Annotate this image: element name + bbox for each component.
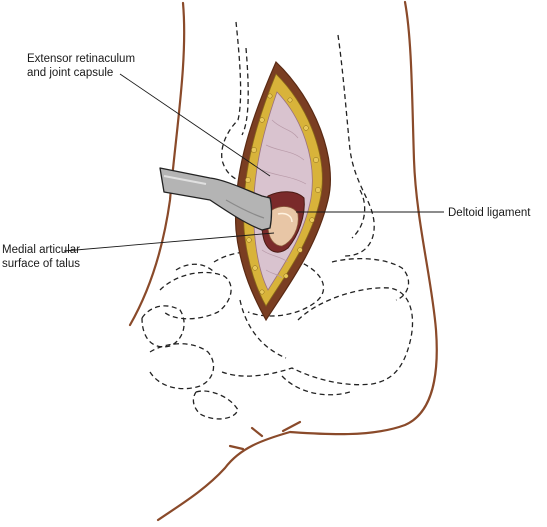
label-medial-line2: surface of talus: [2, 258, 80, 270]
incision: [234, 60, 331, 322]
bone-outlines: [141, 21, 414, 420]
midfoot-outline: [281, 375, 351, 396]
label-deltoid-ligament: Deltoid ligament: [448, 207, 531, 219]
label-extensor-retinaculum: Extensor retinaculum and joint capsule: [27, 52, 135, 80]
cuneiform-2-outline: [149, 343, 215, 390]
tibia-outline: [221, 21, 246, 184]
fibula-inner: [351, 189, 366, 239]
leader-line-extensor: [119, 73, 271, 177]
cuneiform-outline: [141, 305, 185, 348]
leader-lines: [63, 73, 444, 252]
talus-highlight: [277, 212, 293, 223]
label-extensor-line1: Extensor retinaculum: [27, 53, 136, 65]
retractor-icon: [159, 167, 273, 231]
tibia-inner: [241, 47, 249, 136]
label-medial-articular-surface: Medial articular surface of talus: [2, 243, 80, 271]
label-extensor-line2: and joint capsule: [27, 67, 114, 79]
navicular-outline: [159, 271, 232, 320]
leader-line-medial: [63, 232, 275, 252]
fibula-outline: [337, 34, 375, 257]
first-metatarsal-outline: [192, 390, 239, 420]
label-medial-line1: Medial articular: [2, 244, 80, 256]
cuboid-outline: [175, 263, 215, 273]
heel-outline: [239, 299, 287, 359]
sinus-tarsi-outline: [331, 258, 410, 301]
calcaneus-outline: [221, 287, 414, 386]
